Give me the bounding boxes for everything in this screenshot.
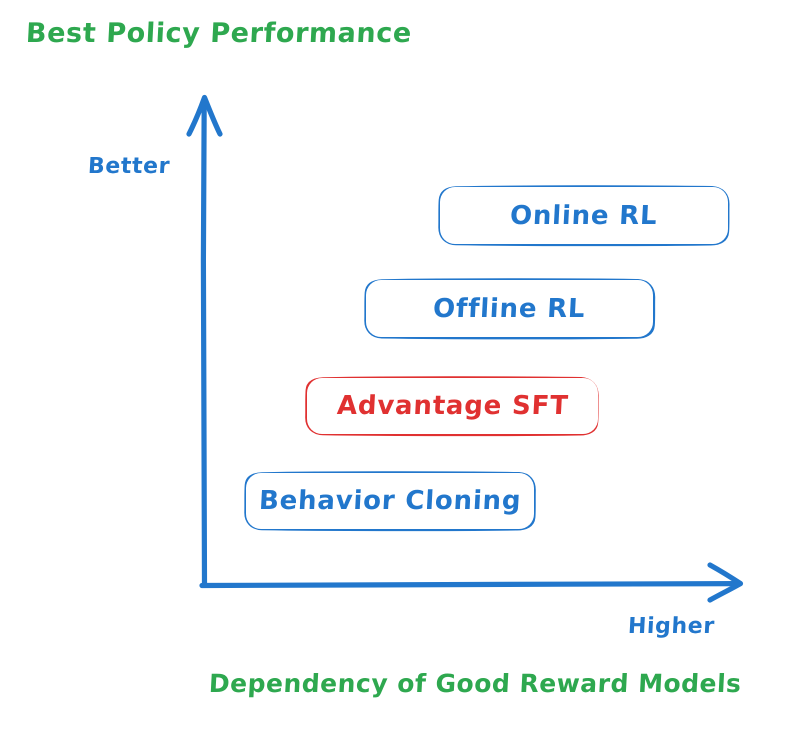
x-axis-line — [199, 581, 741, 589]
node-behavior-cloning-label: Behavior Cloning — [258, 486, 522, 516]
x-axis-caption: Dependency of Good Reward Models — [208, 669, 743, 698]
node-behavior-cloning[interactable]: Behavior Cloning — [246, 473, 534, 529]
y-axis-line — [200, 97, 208, 588]
node-online-rl-label: Online RL — [509, 200, 659, 231]
y-axis-label-better: Better — [87, 154, 171, 179]
x-axis-label-higher: Higher — [627, 614, 716, 639]
node-advantage-sft-label: Advantage SFT — [335, 391, 570, 421]
node-offline-rl[interactable]: Offline RL — [366, 280, 653, 337]
y-axis-arrowhead-icon — [186, 94, 223, 137]
node-online-rl[interactable]: Online RL — [440, 187, 728, 244]
node-offline-rl-label: Offline RL — [432, 293, 587, 324]
page-title: Best Policy Performance — [25, 18, 413, 49]
x-axis-arrowhead-icon — [707, 562, 744, 603]
node-advantage-sft[interactable]: Advantage SFT — [307, 378, 598, 434]
